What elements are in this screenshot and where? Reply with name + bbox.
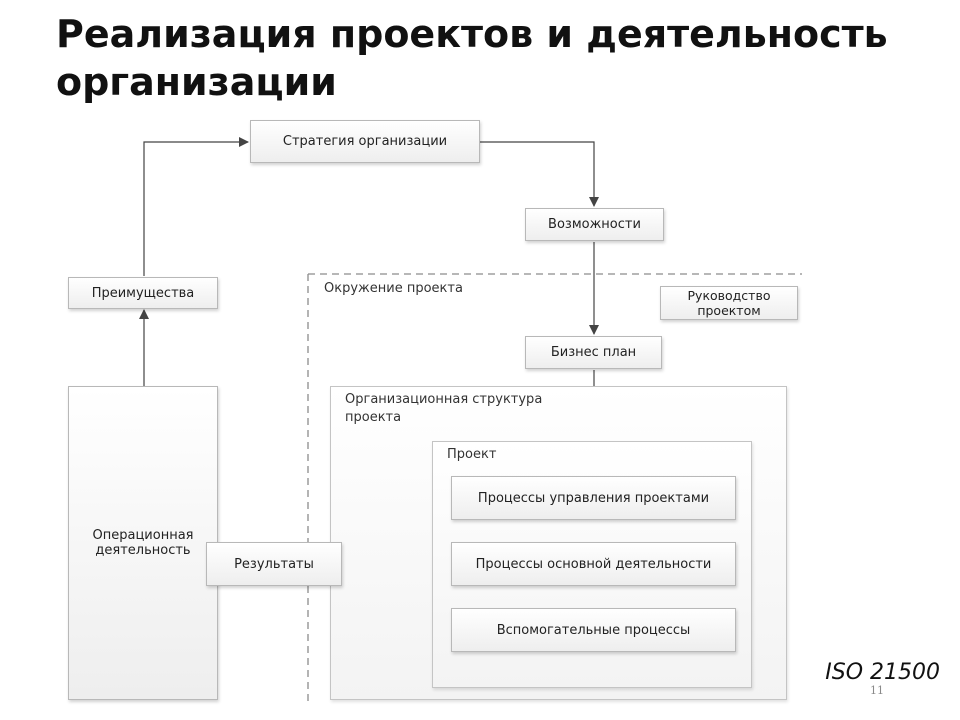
pm-processes-label: Процессы управления проектами (477, 490, 710, 506)
arrow-benefits-to-strategy (143, 137, 249, 276)
support-processes-box: Вспомогательные процессы (451, 608, 736, 652)
strategy-label: Стратегия организации (282, 134, 448, 149)
opportunities-box: Возможности (525, 208, 664, 241)
org-structure-label: Организационная структура проекта (345, 392, 543, 425)
project-management-box: Руководство проектом (660, 286, 798, 320)
support-processes-label: Вспомогательные процессы (496, 622, 691, 638)
business-plan-box: Бизнес план (525, 336, 662, 369)
iso-standard-label: ISO 21500 (825, 660, 940, 685)
opportunities-label: Возможности (548, 217, 641, 232)
business-plan-label: Бизнес план (550, 345, 637, 360)
project-environment-label: Окружение проекта (324, 281, 463, 296)
arrow-strategy-to-opportunities (480, 141, 599, 207)
benefits-box: Преимущества (68, 277, 218, 309)
operations-box: Операционная деятельность (68, 386, 218, 700)
project-environment-boundary (307, 273, 802, 705)
slide-title: Реализация проектов и деятельность орган… (56, 12, 888, 104)
project-management-label: Руководство проектом (687, 288, 771, 318)
page-number: 11 (870, 684, 884, 697)
pm-processes-box: Процессы управления проектами (451, 476, 736, 520)
core-processes-box: Процессы основной деятельности (451, 542, 736, 586)
operations-label: Операционная деятельность (92, 528, 194, 558)
core-processes-label: Процессы основной деятельности (475, 556, 712, 572)
benefits-label: Преимущества (91, 285, 195, 301)
results-box: Результаты (206, 542, 342, 586)
strategy-box: Стратегия организации (250, 120, 480, 163)
results-label: Результаты (234, 556, 314, 572)
project-label: Проект (447, 447, 497, 462)
